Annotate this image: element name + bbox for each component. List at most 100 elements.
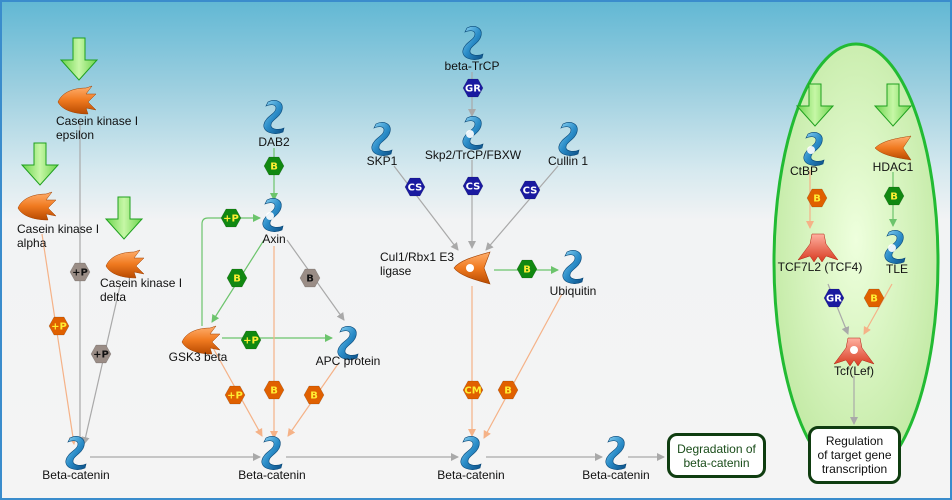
node-ctbp-icon[interactable] xyxy=(803,132,825,166)
complex-marker-icon xyxy=(466,264,474,272)
badge-label: B xyxy=(523,265,531,276)
badge-label: +P xyxy=(72,268,88,279)
node-cul1-ligase-icon[interactable] xyxy=(453,251,491,285)
badge-hdac1-tle-binding[interactable]: B xyxy=(883,186,905,206)
badge-label: GR xyxy=(826,294,842,305)
node-tle-icon[interactable] xyxy=(884,230,906,264)
node-beta-trcp-icon[interactable] xyxy=(462,26,484,60)
badge-gsk3b-axin-phosphorylation[interactable]: +P xyxy=(220,208,242,228)
node-beta-catenin-4-icon[interactable] xyxy=(605,436,627,470)
node-hdac1-icon[interactable] xyxy=(874,135,912,161)
node-beta-catenin-2-icon[interactable] xyxy=(261,436,283,470)
node-beta-catenin-1-icon[interactable] xyxy=(65,436,87,470)
node-label-skp2[interactable]: Skp2/TrCP/FBXW xyxy=(424,148,522,162)
nodes xyxy=(17,26,913,470)
badge-axin-bcat-binding[interactable]: B xyxy=(263,380,285,400)
node-gsk3b-icon[interactable] xyxy=(181,325,221,355)
node-label-hdac1[interactable]: HDAC1 xyxy=(872,160,914,174)
badge-label: B xyxy=(270,386,278,397)
node-skp1-icon[interactable] xyxy=(371,122,393,156)
node-cullin1-icon[interactable] xyxy=(558,122,580,156)
node-label-beta-trcp[interactable]: beta-TrCP xyxy=(444,59,500,73)
node-tcf-lef-icon[interactable] xyxy=(833,337,875,367)
badge-label: B xyxy=(504,386,512,397)
badge-tle-tcflef-binding[interactable]: B xyxy=(863,288,885,308)
node-axin-icon[interactable] xyxy=(262,198,284,232)
process-regulation-of-transcription[interactable]: Regulation of target gene transcription xyxy=(808,426,901,484)
badge-label: B xyxy=(270,162,278,173)
badge-axin-apc-binding[interactable]: B xyxy=(299,268,321,288)
stimulus-arrow-ctbp-icon xyxy=(795,83,835,127)
badge-ck1a-phosphorylation[interactable]: +P xyxy=(48,316,70,336)
badge-ctbp-tcf7l2-binding[interactable]: B xyxy=(806,188,828,208)
node-label-ck1-delta[interactable]: Casein kinase I delta xyxy=(100,276,183,304)
badge-ligase-ubiquitin-binding[interactable]: B xyxy=(516,259,538,279)
stimulus-arrow-ck1-epsilon-icon xyxy=(59,37,99,81)
badge-label: GR xyxy=(465,84,481,95)
node-label-gsk3b[interactable]: GSK3 beta xyxy=(168,350,228,364)
badge-tcf7l2-group[interactable]: GR xyxy=(823,288,845,308)
node-label-skp1[interactable]: SKP1 xyxy=(366,154,398,168)
node-label-beta-catenin-3[interactable]: Beta-catenin xyxy=(437,468,505,482)
node-label-dab2[interactable]: DAB2 xyxy=(258,135,290,149)
badge-axin-gsk3b-binding[interactable]: B xyxy=(226,268,248,288)
badge-label: CS xyxy=(523,186,538,197)
badge-skp1-complex[interactable]: CS xyxy=(404,177,426,197)
node-label-ctbp[interactable]: CtBP xyxy=(789,164,819,178)
node-label-ubiquitin[interactable]: Ubiquitin xyxy=(549,284,597,298)
edge-gsk3b-axin xyxy=(201,214,261,326)
badge-label: CM xyxy=(464,386,481,397)
complex-marker-icon xyxy=(266,212,274,220)
node-ck1-delta-icon[interactable] xyxy=(105,249,145,279)
badge-ligase-bcat-cm[interactable]: CM xyxy=(462,380,484,400)
badge-betatrcp-group[interactable]: GR xyxy=(462,78,484,98)
node-label-beta-catenin-2[interactable]: Beta-catenin xyxy=(238,468,306,482)
badge-label: CS xyxy=(466,182,481,193)
node-label-ck1-alpha[interactable]: Casein kinase I alpha xyxy=(17,222,100,250)
badge-gsk3b-bcat-phosphorylation[interactable]: +P xyxy=(224,385,246,405)
node-label-cullin1[interactable]: Cullin 1 xyxy=(547,154,589,168)
badges: +P +P +P B +P B B +P +P B B GR CS CS CS B CM B B B GR B xyxy=(48,78,905,405)
node-apc-icon[interactable] xyxy=(337,326,359,360)
complex-marker-icon xyxy=(466,130,474,138)
node-label-cul1-ligase[interactable]: Cul1/Rbx1 E3 ligase xyxy=(380,250,455,278)
node-beta-catenin-3-icon[interactable] xyxy=(460,436,482,470)
node-label-tcf7l2[interactable]: TCF7L2 (TCF4) xyxy=(777,260,863,274)
node-label-beta-catenin-4[interactable]: Beta-catenin xyxy=(582,468,650,482)
node-label-apc[interactable]: APC protein xyxy=(315,354,381,368)
badge-gsk3b-apc-phosphorylation[interactable]: +P xyxy=(240,330,262,350)
node-label-ck1-epsilon[interactable]: Casein kinase I epsilon xyxy=(56,114,139,142)
node-ck1-epsilon-icon[interactable] xyxy=(57,85,97,115)
badge-label: B xyxy=(870,294,878,305)
badge-label: B xyxy=(306,274,314,285)
node-dab2-icon[interactable] xyxy=(263,100,285,134)
node-skp2-icon[interactable] xyxy=(462,116,484,150)
badge-label: +P xyxy=(93,350,109,361)
badge-cullin1-complex[interactable]: CS xyxy=(519,180,541,200)
node-label-tle[interactable]: TLE xyxy=(885,262,909,276)
stimulus-arrow-ck1-delta-icon xyxy=(104,196,144,240)
edge-skp1-ligase xyxy=(393,165,459,251)
badge-apc-bcat-binding[interactable]: B xyxy=(303,385,325,405)
badge-label: +P xyxy=(227,391,243,402)
node-tcf7l2-icon[interactable] xyxy=(797,233,839,263)
badge-label: CS xyxy=(408,183,423,194)
node-label-beta-catenin-1[interactable]: Beta-catenin xyxy=(42,468,110,482)
edge-ck1d-bcat1 xyxy=(81,285,121,445)
badge-ck1e-phosphorylation[interactable]: +P xyxy=(69,262,91,282)
badge-ck1d-phosphorylation[interactable]: +P xyxy=(90,344,112,364)
complex-marker-icon xyxy=(850,346,858,354)
node-label-axin[interactable]: Axin xyxy=(262,232,286,246)
node-ck1-alpha-icon[interactable] xyxy=(17,191,57,221)
badge-label: B xyxy=(310,391,318,402)
node-label-tcf-lef[interactable]: Tcf(Lef) xyxy=(833,364,875,378)
badge-label: +P xyxy=(223,214,239,225)
badge-dab2-axin-binding[interactable]: B xyxy=(263,156,285,176)
node-ubiquitin-icon[interactable] xyxy=(562,250,584,284)
badge-skp2-complex[interactable]: CS xyxy=(462,176,484,196)
badge-ubiquitin-bcat-binding[interactable]: B xyxy=(497,380,519,400)
stimulus-arrow-hdac1-icon xyxy=(873,83,913,127)
process-degradation-of-beta-catenin[interactable]: Degradation of beta-catenin xyxy=(667,433,766,478)
